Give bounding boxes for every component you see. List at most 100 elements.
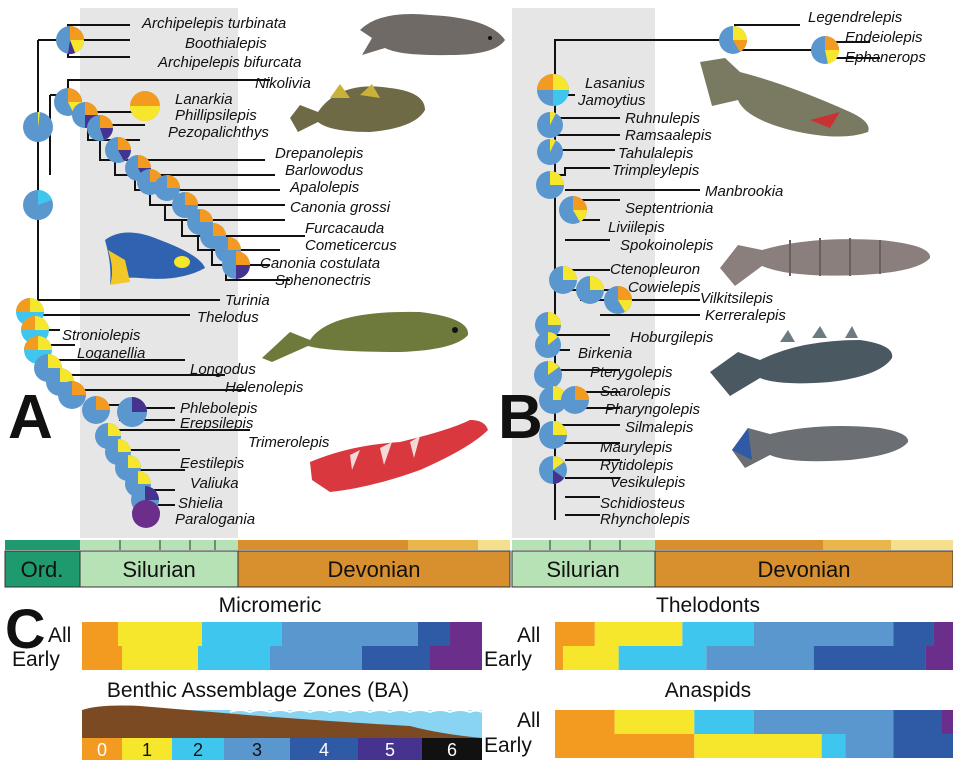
- micromeric-title: Micromeric: [219, 594, 322, 617]
- taxon-label: Rhyncholepis: [600, 511, 691, 528]
- node-pie: [82, 396, 110, 424]
- taxon-label: Cowielepis: [628, 279, 701, 296]
- silurian-label-b: Silurian: [546, 557, 619, 582]
- taxon-label: Kerreralepis: [705, 307, 786, 324]
- devonian-label-b: Devonian: [758, 557, 851, 582]
- taxon-label: Legendrelepis: [808, 9, 903, 26]
- node-pie: [58, 381, 86, 409]
- taxon-label: Pharyngolepis: [605, 401, 701, 418]
- taxon-label: Nikolivia: [255, 75, 311, 92]
- panel-letter-b: B: [498, 383, 543, 452]
- micromeric-all-bar: [82, 622, 482, 646]
- node-pie: [561, 386, 589, 414]
- node-pie: [23, 112, 53, 142]
- timescale-b: Silurian Devonian: [512, 540, 953, 587]
- anaspids-title: Anaspids: [665, 679, 751, 702]
- bar-segment-zone-1: [595, 622, 683, 646]
- taxon-label: Drepanolepis: [275, 145, 364, 162]
- bar-segment-zone-4: [418, 622, 450, 646]
- taxon-label: Eestilepis: [180, 455, 245, 472]
- bar-segment-zone-5: [925, 646, 953, 670]
- taxon-label: Boothialepis: [185, 35, 267, 52]
- ordovician-label: Ord.: [21, 557, 64, 582]
- taxon-label: Paralogania: [175, 511, 255, 528]
- node-pie: [56, 26, 84, 54]
- taxon-label: Endeiolepis: [845, 29, 923, 46]
- taxon-label: Ephanerops: [845, 49, 926, 66]
- bar-segment-zone-0: [555, 622, 595, 646]
- anaspids-early-bar: [555, 734, 953, 758]
- taxon-label: Rytidolepis: [600, 457, 674, 474]
- taxon-label: Furcacauda: [305, 220, 384, 237]
- taxon-label: Apalolepis: [289, 179, 360, 196]
- node-pie: [23, 190, 53, 220]
- anaspids-row-all: All: [517, 709, 540, 732]
- bar-segment-zone-0: [555, 710, 615, 734]
- node-pie: [576, 276, 604, 304]
- taxon-label: Longodus: [190, 361, 256, 378]
- node-pie: [539, 421, 567, 449]
- taxon-label: Liviilepis: [608, 219, 665, 236]
- node-pie: [537, 74, 569, 106]
- micromeric-row-early: Early: [12, 648, 60, 671]
- timescale-a: Ord. Silurian Devonian: [5, 540, 510, 587]
- node-pie: [535, 332, 561, 358]
- node-pie: [222, 251, 250, 279]
- ba-zone-number: 6: [447, 740, 457, 760]
- anaspids-all-bar: [555, 710, 953, 734]
- taxon-label: Shielia: [178, 495, 223, 512]
- node-pie: [559, 196, 587, 224]
- taxon-label: Trimerolepis: [248, 434, 330, 451]
- taxon-label: Vesikulepis: [610, 474, 686, 491]
- fish-illustration-a4: [262, 312, 468, 362]
- taxon-label: Ramsaalepis: [625, 127, 712, 144]
- bar-segment-zone-1: [615, 710, 695, 734]
- anaspids-row-early: Early: [484, 734, 532, 757]
- bar-segment-zone-0: [82, 622, 118, 646]
- node-pie: [105, 137, 131, 163]
- fish-illustration-b1: [700, 58, 869, 137]
- ba-zone-number: 4: [319, 740, 329, 760]
- taxon-label: Birkenia: [578, 345, 632, 362]
- taxon-label: Ctenopleuron: [610, 261, 700, 278]
- taxon-label: Phillipsilepis: [175, 107, 257, 124]
- thelodonts-title: Thelodonts: [656, 594, 760, 617]
- silurian-label-a: Silurian: [122, 557, 195, 582]
- ba-zone-number: 5: [385, 740, 395, 760]
- bar-segment-zone-0: [555, 646, 563, 670]
- node-pie: [537, 112, 563, 138]
- node-pie: [719, 26, 747, 54]
- bar-segment-zone-4: [893, 622, 933, 646]
- node-pie: [811, 36, 839, 64]
- taxon-label: Tahulalepis: [618, 145, 694, 162]
- taxon-label: Lasanius: [585, 75, 646, 92]
- bar-segment-zone-3: [754, 710, 893, 734]
- taxon-label: Silmalepis: [625, 419, 694, 436]
- thelodonts-row-early: Early: [484, 648, 532, 671]
- bar-segment-zone-3: [846, 734, 894, 758]
- taxon-label: Archipelepis bifurcata: [157, 54, 301, 71]
- taxon-label: Schidiosteus: [600, 495, 686, 512]
- bar-segment-zone-2: [822, 734, 846, 758]
- bar-segment-zone-2: [682, 622, 754, 646]
- taxon-label: Pezopalichthys: [168, 124, 269, 141]
- taxon-label: Ruhnulepis: [625, 110, 701, 127]
- taxon-label: Canonia grossi: [290, 199, 391, 216]
- ba-title: Benthic Assemblage Zones (BA): [107, 679, 409, 702]
- fish-illustration-a1: [360, 14, 505, 55]
- taxon-label: Archipelepis turbinata: [141, 15, 286, 32]
- fish-illustration-b4: [732, 426, 908, 468]
- taxon-label: Turinia: [225, 292, 270, 309]
- thelodonts-all-bar: [555, 622, 953, 646]
- fish-illustration-b2: [720, 238, 930, 286]
- bar-segment-zone-1: [694, 734, 821, 758]
- bar-segment-zone-4: [893, 734, 953, 758]
- taxon-label: Maurylepis: [600, 439, 673, 456]
- thelodonts-early-bar: [555, 646, 953, 670]
- bar-segment-zone-0: [555, 734, 694, 758]
- bar-segment-zone-5: [430, 646, 482, 670]
- taxon-label: Helenolepis: [225, 379, 304, 396]
- node-pie: [87, 115, 113, 141]
- ba-zone-number: 0: [97, 740, 107, 760]
- bar-segment-zone-5: [933, 622, 953, 646]
